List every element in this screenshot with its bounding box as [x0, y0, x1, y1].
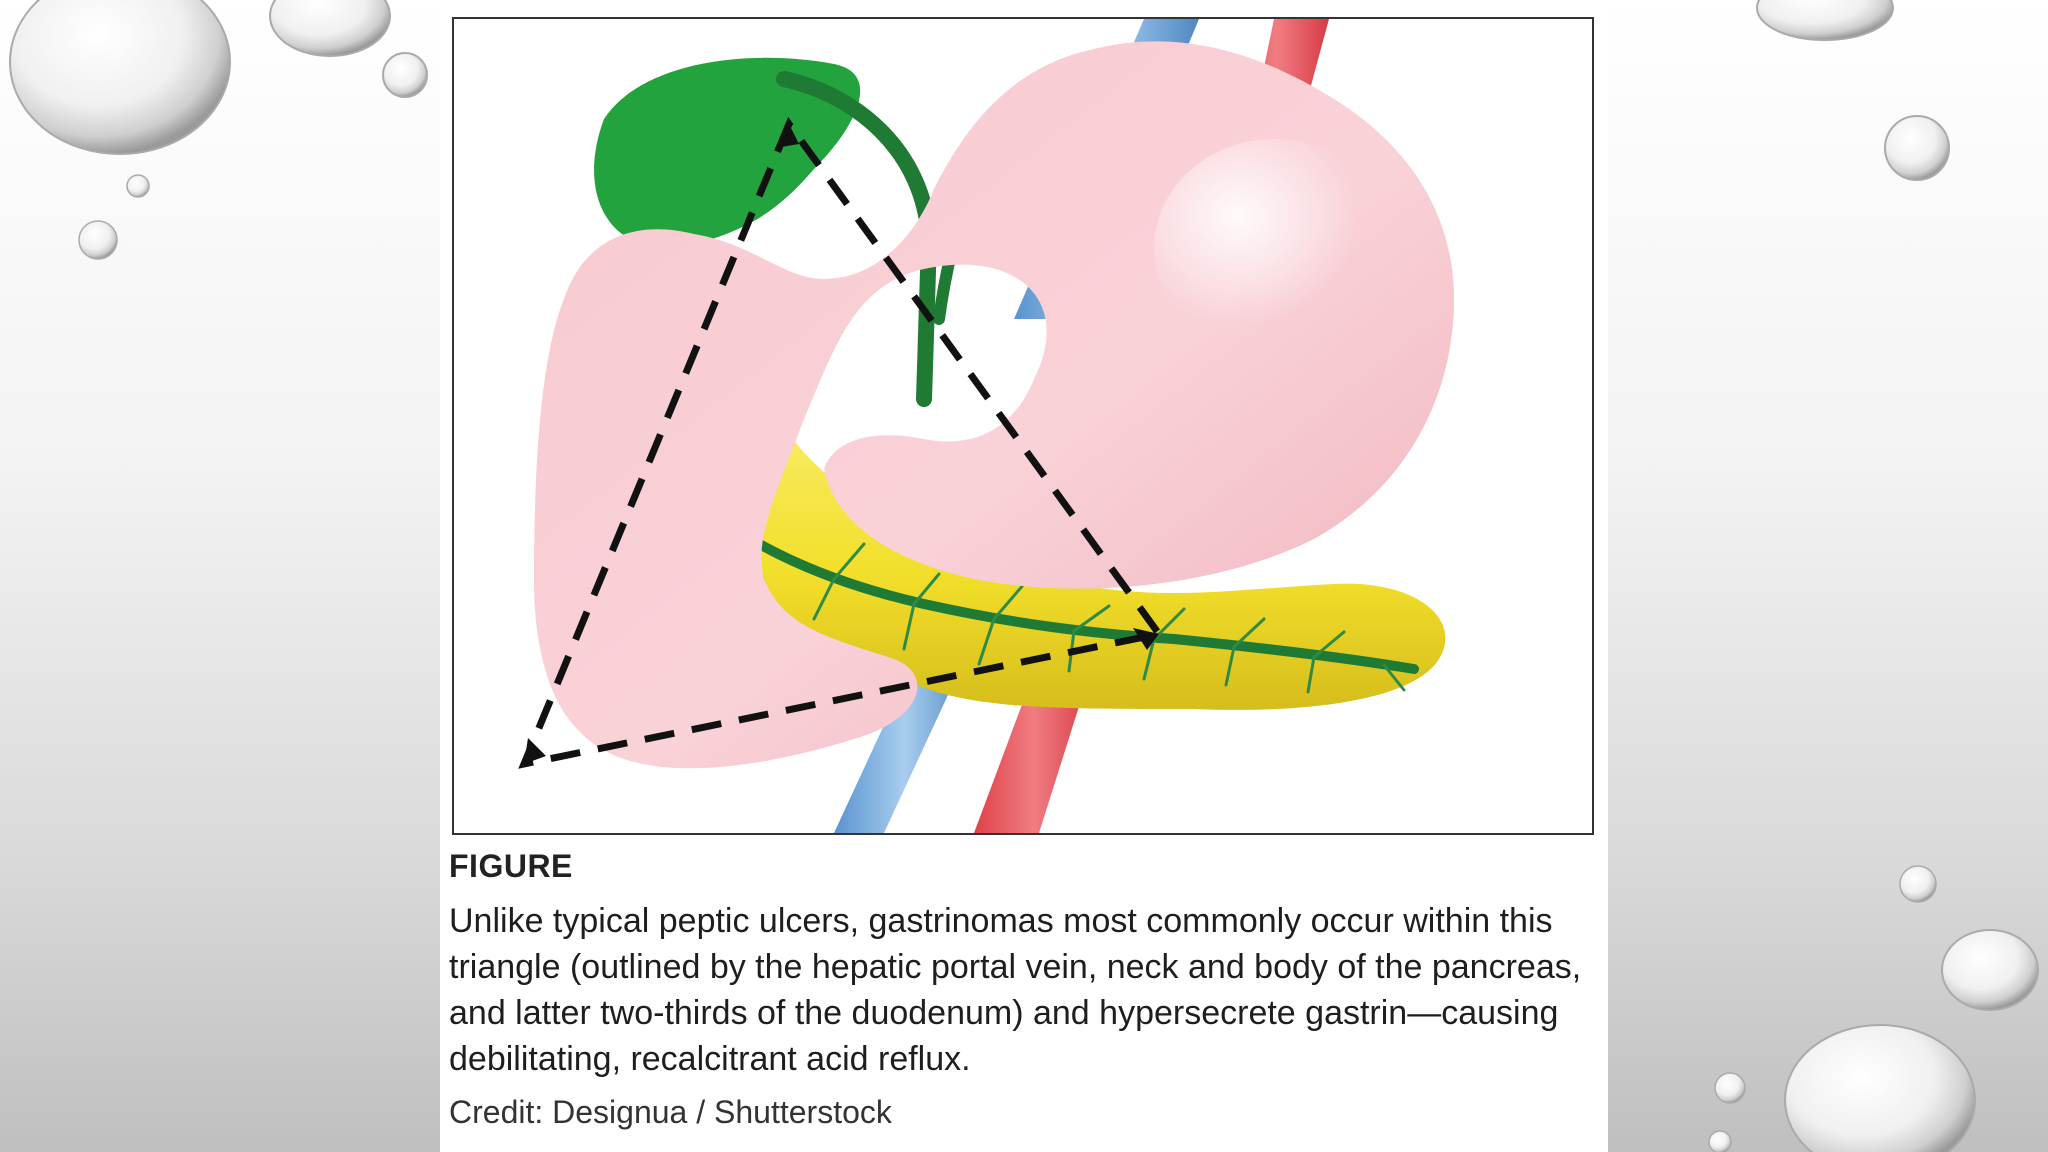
water-drop-icon	[9, 0, 2039, 1152]
pancreatic-duct	[664, 474, 1419, 674]
figure-caption: Unlike typical peptic ulcers, gastrinoma…	[449, 902, 1582, 1078]
anatomy-illustration	[452, 17, 1594, 835]
figure-card: FIGURE Unlike typical peptic ulcers, gas…	[440, 0, 1608, 1152]
gastrinoma-triangle	[518, 116, 1166, 769]
figure-label: FIGURE	[449, 848, 573, 884]
figure-credit: Credit: Designua / Shutterstock	[449, 1094, 892, 1130]
gallbladder	[594, 57, 861, 248]
pancreas	[654, 369, 1446, 710]
stomach-highlight	[1154, 139, 1394, 359]
gastrinoma-triangle-diagram	[518, 19, 1454, 833]
